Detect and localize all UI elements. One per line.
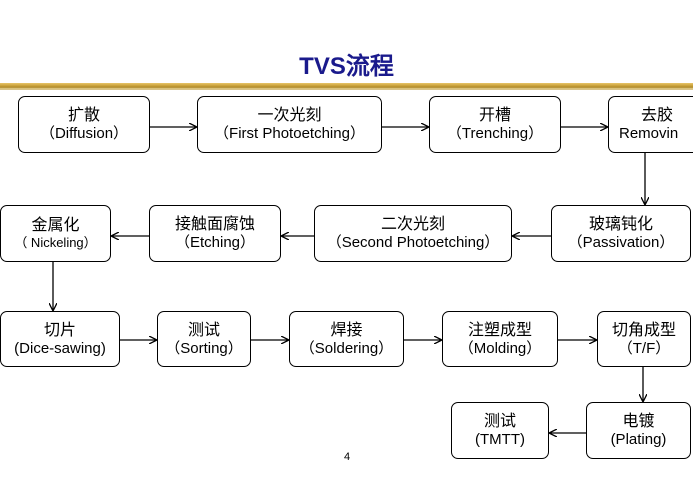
step-label-en: （Etching） <box>174 234 256 252</box>
step-first-photoetching: 一次光刻 （First Photoetching） <box>197 96 382 153</box>
title-divider <box>0 83 693 89</box>
step-label-cn: 二次光刻 <box>380 214 445 234</box>
step-trim-form: 切角成型 （T/F） <box>597 311 691 367</box>
step-label-cn: 开槽 <box>478 105 511 125</box>
step-label-en: （Trenching） <box>446 125 544 143</box>
step-passivation: 玻璃钝化 （Passivation） <box>551 205 691 262</box>
step-label-en: （Molding） <box>458 339 542 357</box>
step-label-cn: 扩散 <box>67 105 100 125</box>
step-label-cn: 焊接 <box>330 319 363 339</box>
step-label-cn: 切片 <box>43 319 76 339</box>
step-label-cn: 电镀 <box>622 411 655 431</box>
step-label-en: （Soldering） <box>299 339 394 357</box>
step-label-cn: 注塑成型 <box>467 319 532 339</box>
step-nickeling: 金属化 （ Nickeling） <box>0 205 111 262</box>
step-diffusion: 扩散 （Diffusion） <box>18 96 150 153</box>
step-trenching: 开槽 （Trenching） <box>429 96 561 153</box>
step-label-en: （Sorting） <box>165 339 243 357</box>
step-label-cn: 一次光刻 <box>257 105 322 125</box>
step-molding: 注塑成型 （Molding） <box>442 311 558 367</box>
step-label-cn: 金属化 <box>31 215 80 235</box>
step-label-en: （Second Photoetching） <box>326 234 500 252</box>
page-title: TVS流程 <box>299 53 394 80</box>
step-label-en: （T/F） <box>617 339 671 357</box>
step-label-cn: 去胶 <box>641 105 674 125</box>
title-divider-shadow <box>0 89 693 90</box>
step-label-en: (Dice-sawing) <box>14 339 106 357</box>
step-tmtt: 测试 (TMTT) <box>451 402 549 459</box>
step-label-en: (Plating) <box>610 431 667 449</box>
step-label-en: （ Nickeling） <box>14 235 97 251</box>
step-label-en: （Diffusion） <box>39 125 129 143</box>
step-label-cn: 测试 <box>483 411 516 431</box>
step-dice-sawing: 切片 (Dice-sawing) <box>0 311 120 367</box>
step-label-en: (TMTT) <box>475 431 525 449</box>
step-label-en: Removin <box>619 125 679 143</box>
step-label-cn: 切角成型 <box>611 319 676 339</box>
step-etching: 接触面腐蚀 （Etching） <box>149 205 281 262</box>
step-label-en: （Passivation） <box>567 234 675 252</box>
step-label-en: （First Photoetching） <box>214 125 365 143</box>
step-sorting: 测试 （Sorting） <box>157 311 251 367</box>
step-soldering: 焊接 （Soldering） <box>289 311 404 367</box>
step-label-cn: 玻璃钝化 <box>588 214 653 234</box>
step-second-photoetching: 二次光刻 （Second Photoetching） <box>314 205 512 262</box>
step-removing: 去胶 Removin <box>608 96 693 153</box>
step-label-cn: 测试 <box>187 319 220 339</box>
page-number: 4 <box>343 451 351 463</box>
step-label-cn: 接触面腐蚀 <box>174 214 255 234</box>
step-plating: 电镀 (Plating) <box>586 402 691 459</box>
